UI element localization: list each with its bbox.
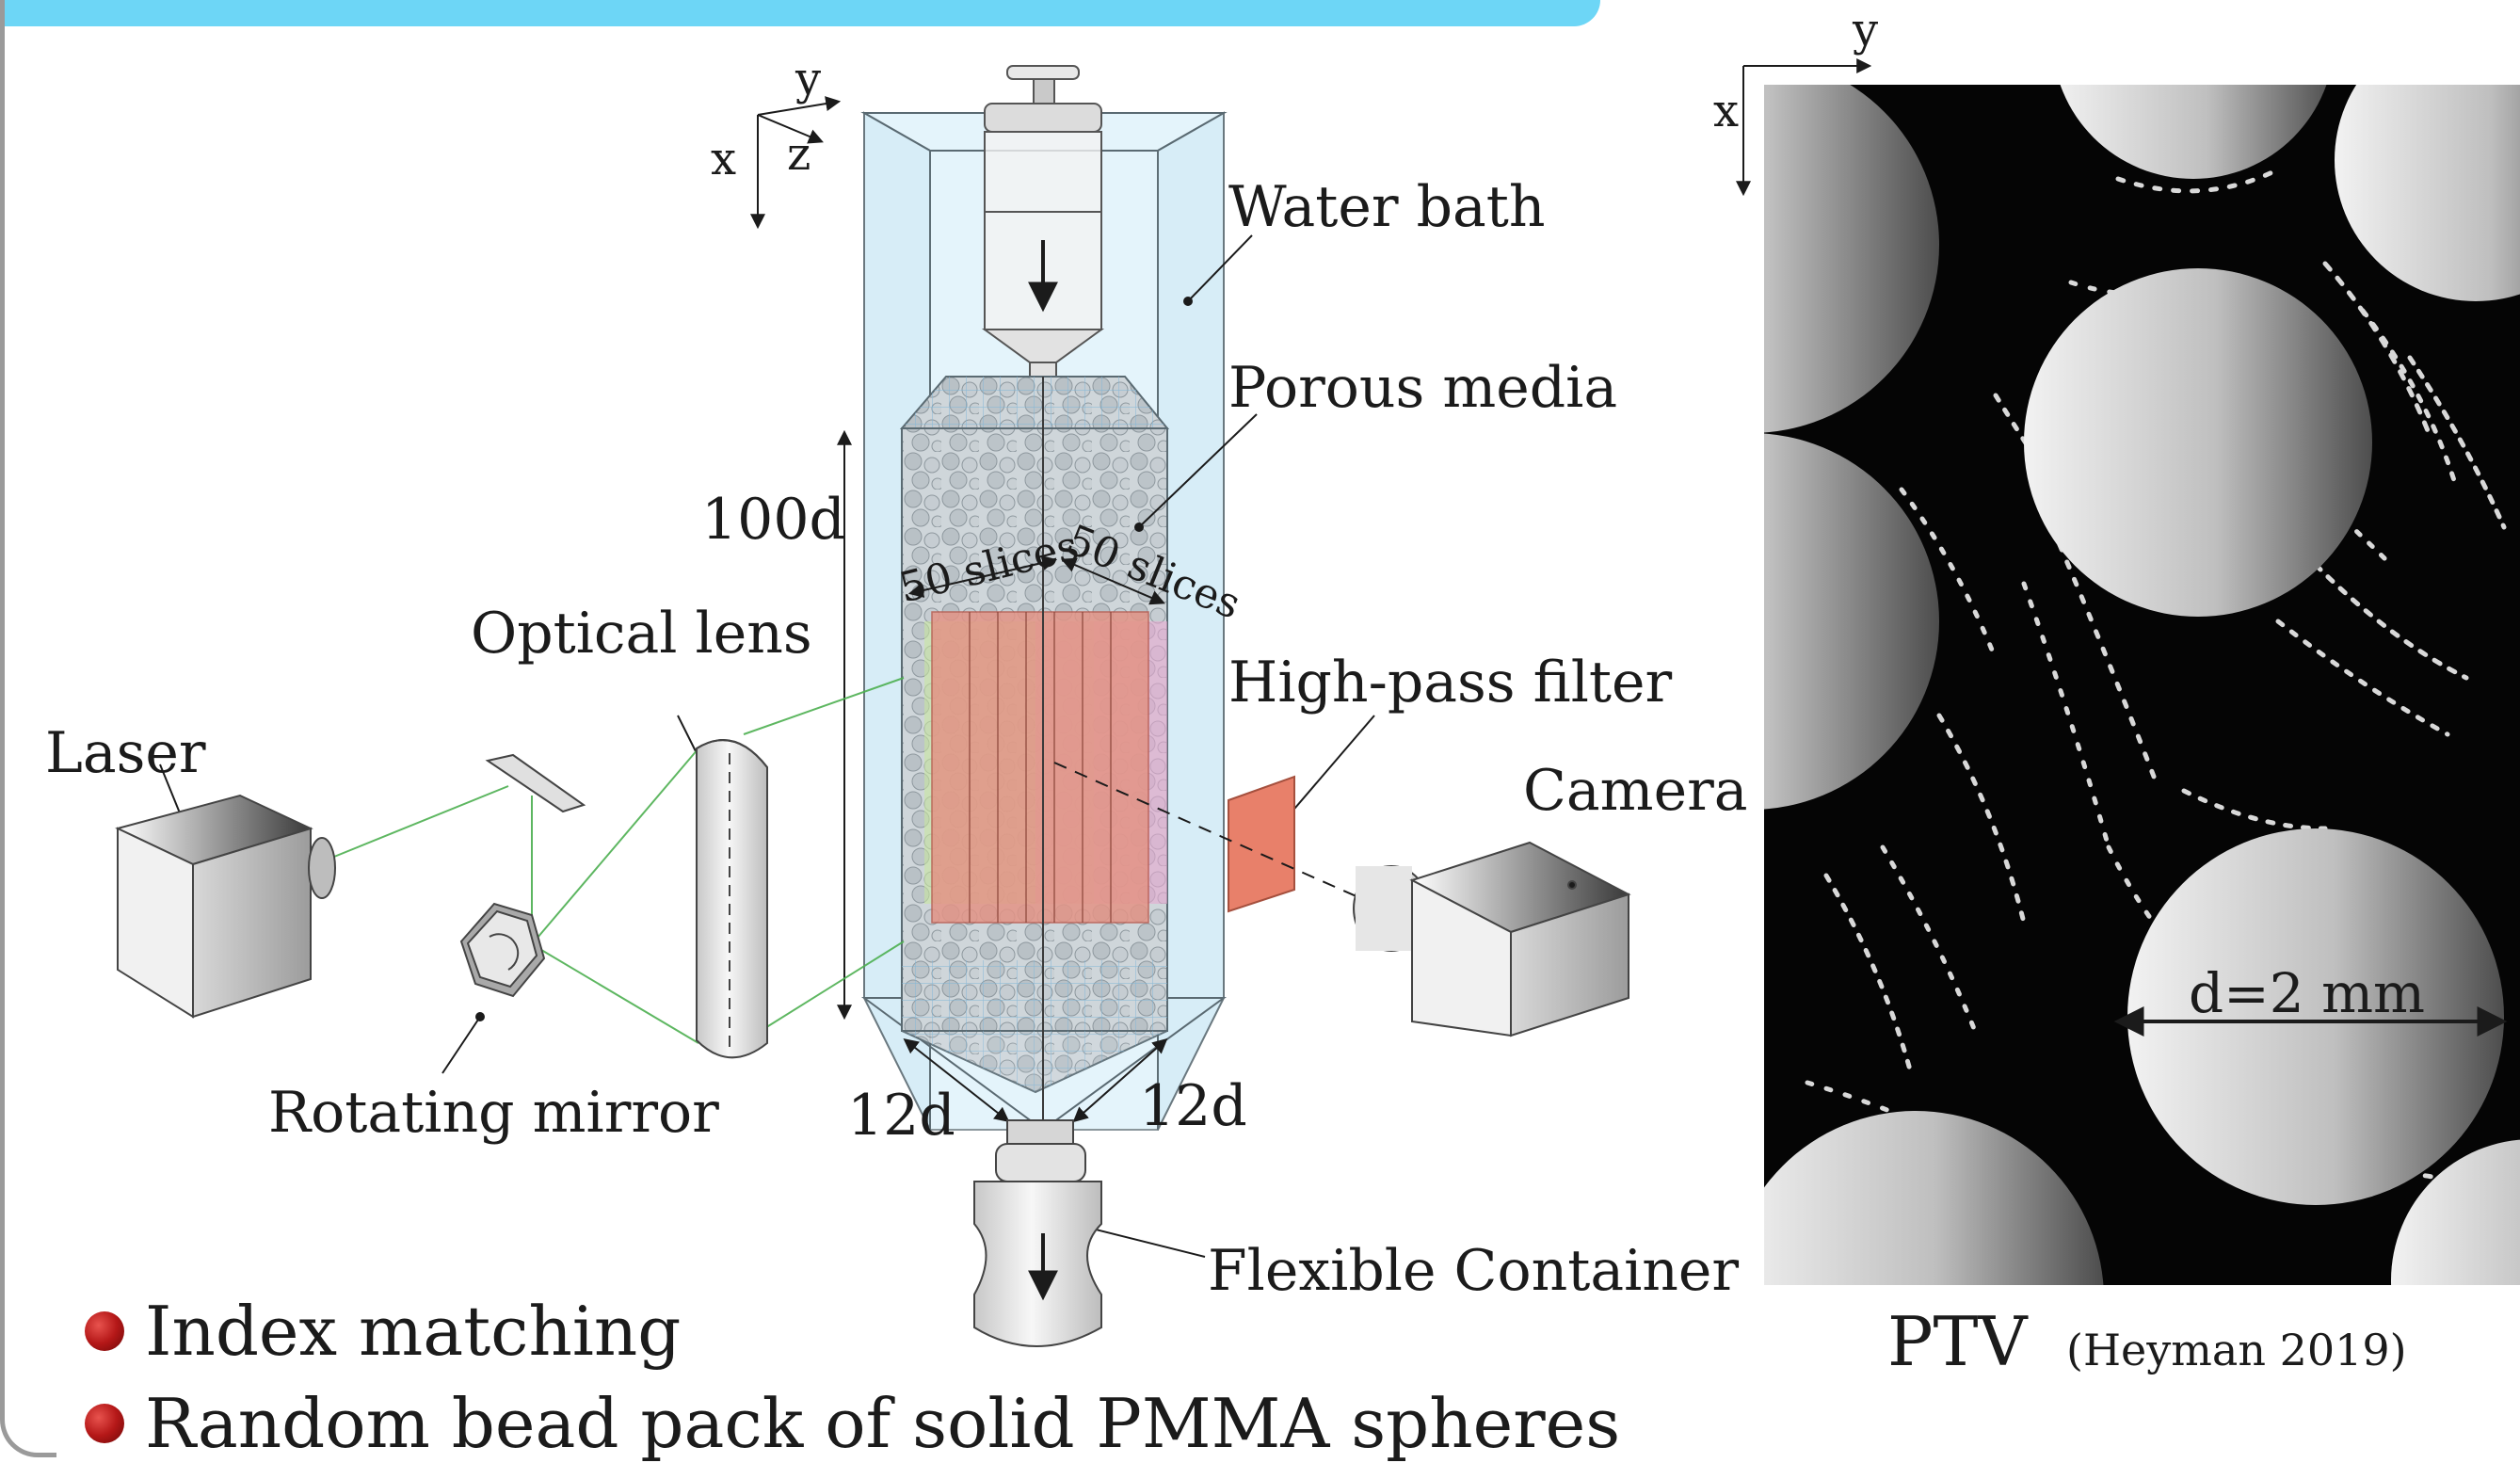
camera-line-of-sight bbox=[1053, 762, 1385, 909]
diameter-label: d=2 mm bbox=[2189, 961, 2425, 1025]
porous-media-label: Porous media bbox=[1228, 355, 1617, 421]
camera-device bbox=[1353, 841, 1631, 1037]
axes-triad bbox=[750, 96, 842, 230]
width-left-label: 12d bbox=[847, 1083, 955, 1149]
ptv-reference: (Heyman 2019) bbox=[2066, 1325, 2407, 1375]
bullet-item: Index matching bbox=[85, 1292, 681, 1371]
ptv-axis-x-label: x bbox=[1713, 85, 1739, 137]
bullet-text: Random bead pack of solid PMMA spheres bbox=[145, 1384, 1621, 1463]
ptv-image-panel: y x d=2 mm PTV (Heyman 2019) bbox=[1713, 4, 2520, 1381]
laser-beam bbox=[329, 677, 905, 1044]
rotating-mirror-icon bbox=[459, 902, 546, 998]
camera-label: Camera bbox=[1523, 758, 1748, 824]
experimental-setup-diagram: y x z Water bath Porous media 100d 50 sl… bbox=[45, 53, 1748, 1347]
laser-device bbox=[115, 794, 336, 1019]
width-right-label: 12d bbox=[1139, 1073, 1247, 1139]
water-bath-label: Water bath bbox=[1228, 174, 1546, 240]
optical-lens-label: Optical lens bbox=[471, 601, 812, 667]
slide-frame bbox=[0, 0, 56, 1457]
flexible-container-icon bbox=[973, 1119, 1102, 1347]
dimension-lines bbox=[837, 429, 1168, 1123]
high-pass-filter-label: High-pass filter bbox=[1228, 650, 1673, 715]
bullet-icon bbox=[85, 1404, 124, 1443]
header-banner bbox=[0, 0, 1600, 26]
flexible-container-label: Flexible Container bbox=[1208, 1238, 1739, 1304]
porous-media bbox=[899, 376, 1170, 1130]
syringe-icon bbox=[981, 65, 1105, 382]
laser-label: Laser bbox=[45, 720, 206, 786]
ptv-axis-y-label: y bbox=[1852, 4, 1878, 56]
axis-x-label: x bbox=[711, 133, 736, 185]
optical-lens-icon bbox=[696, 739, 768, 1059]
slice-arrows bbox=[907, 555, 1165, 605]
ptv-caption: PTV bbox=[1887, 1302, 2029, 1381]
high-pass-filter-icon bbox=[1228, 775, 1295, 913]
height-label: 100d bbox=[701, 487, 845, 553]
rotating-mirror-label: Rotating mirror bbox=[268, 1080, 719, 1146]
mirror-icon bbox=[485, 753, 586, 813]
bullet-text: Index matching bbox=[145, 1292, 682, 1371]
axis-y-label: y bbox=[795, 53, 821, 105]
bullet-icon bbox=[85, 1311, 124, 1351]
bullet-item: Random bead pack of solid PMMA spheres bbox=[85, 1384, 1620, 1463]
axis-z-label: z bbox=[787, 128, 811, 181]
ptv-particle-image bbox=[1764, 85, 2520, 1285]
